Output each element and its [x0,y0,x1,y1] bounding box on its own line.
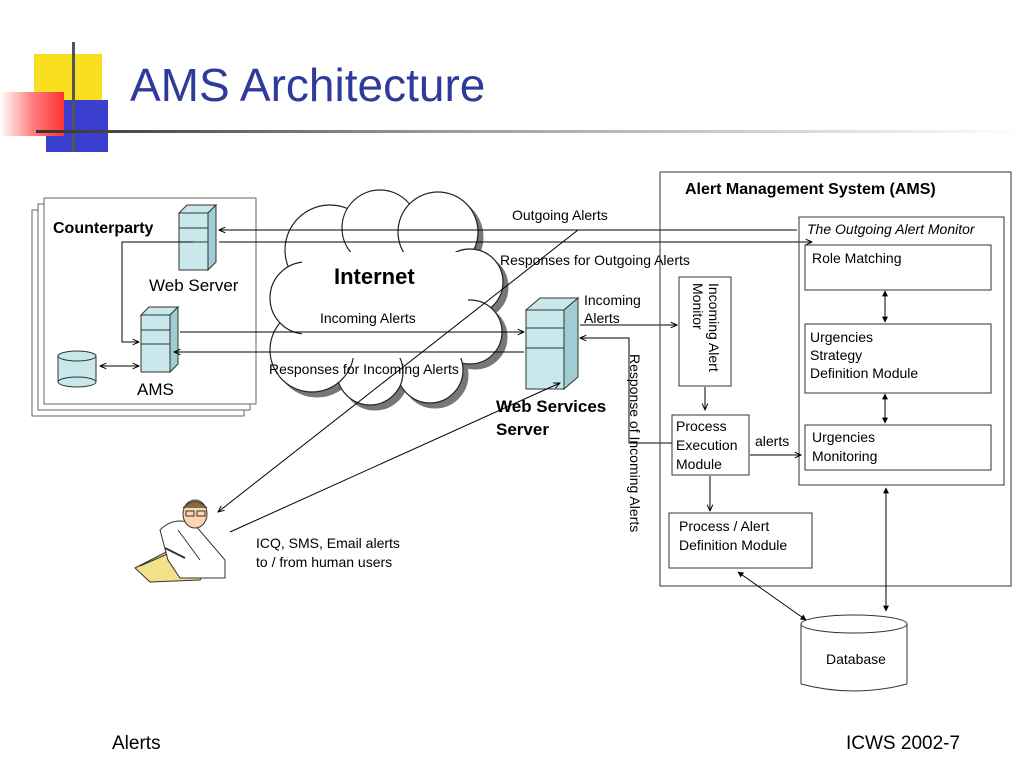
urgencies-monitoring-box [804,424,992,471]
ams-system-box [659,171,1012,587]
response-incoming-arrow [580,338,672,444]
incoming-alert-monitor-label: Incoming Alert Monitor [690,283,722,376]
web-services-server-line-1: Web Services [496,397,606,416]
urgencies-strategy-line-1: Urgencies [810,329,873,345]
internet-cloud [269,189,509,411]
process-execution-box [671,414,750,476]
web-services-server-icon [524,296,580,391]
slide-logo [0,42,108,152]
process-execution-label: Process Execution Module [676,418,741,472]
internet-label: Internet [334,264,415,289]
process-alert-definition-label: Process / Alert Definition Module [679,518,787,553]
responses-outgoing-label: Responses for Outgoing Alerts [500,252,690,268]
outgoing-alerts-label: Outgoing Alerts [512,207,608,223]
ams-system-title: Alert Management System (AMS) [685,181,936,198]
web-services-server-label: Web Services Server [496,397,611,439]
process-alert-definition-line-2: Definition Module [679,537,787,553]
responses-incoming-label: Responses for Incoming Alerts [269,361,459,377]
human-user-icon [134,499,226,583]
human-users-line-1: ICQ, SMS, Email alerts [256,535,400,551]
web-ams-connector [121,241,193,342]
urgencies-monitoring-line-1: Urgencies [812,429,875,445]
urgencies-monitoring-label: Urgencies Monitoring [812,429,879,464]
page-title: AMS Architecture [130,59,486,111]
process-execution-line-2: Execution [676,437,737,453]
incoming-alert-monitor-line-1: Incoming Alert [706,283,722,372]
outgoing-monitor-label: The Outgoing Alert Monitor [807,221,976,237]
urgencies-strategy-box [804,323,992,394]
role-matching-label: Role Matching [812,250,902,266]
urgencies-strategy-label: Urgencies Strategy Definition Module [810,329,918,381]
incoming-alerts-right-line-1: Incoming [584,292,641,308]
process-alert-definition-line-1: Process / Alert [679,518,769,534]
process-execution-line-3: Module [676,456,722,472]
user-to-webservice-arrow [229,383,560,533]
counterparty-database-icon [57,350,97,388]
incoming-alert-monitor-line-2: Monitor [690,283,706,330]
web-server-icon [177,203,218,272]
incoming-alert-monitor-box [678,276,732,387]
process-alert-definition-box [668,512,813,569]
footer-left: Alerts [112,733,161,754]
role-matching-box [804,244,992,291]
human-users-line-2: to / from human users [256,554,392,570]
incoming-alerts-right-label: Incoming Alerts [584,292,645,326]
database-label: Database [826,651,886,667]
response-incoming-label: Response of Incoming Alerts [627,354,643,532]
footer-right: ICWS 2002-7 [846,733,961,754]
ams-label: AMS [137,380,174,399]
urgencies-monitoring-line-2: Monitoring [812,448,877,464]
web-server-label: Web Server [149,276,239,295]
counterparty-label: Counterparty [53,220,154,237]
incoming-alerts-right-line-2: Alerts [584,310,620,326]
title-underline [36,130,1024,133]
web-services-server-line-2: Server [496,420,549,439]
main-database-icon [800,614,908,692]
process-execution-line-1: Process [676,418,727,434]
outgoing-monitor-box [798,216,1005,486]
urgencies-strategy-line-3: Definition Module [810,365,918,381]
outgoing-to-user-arrow [218,229,579,512]
human-users-label: ICQ, SMS, Email alerts to / from human u… [256,535,404,570]
incoming-alerts-left-label: Incoming Alerts [320,310,416,326]
alerts-label: alerts [755,433,789,449]
urgencies-strategy-line-2: Strategy [810,347,862,363]
definition-db-arrow [737,571,807,621]
ams-server-icon [139,305,180,374]
